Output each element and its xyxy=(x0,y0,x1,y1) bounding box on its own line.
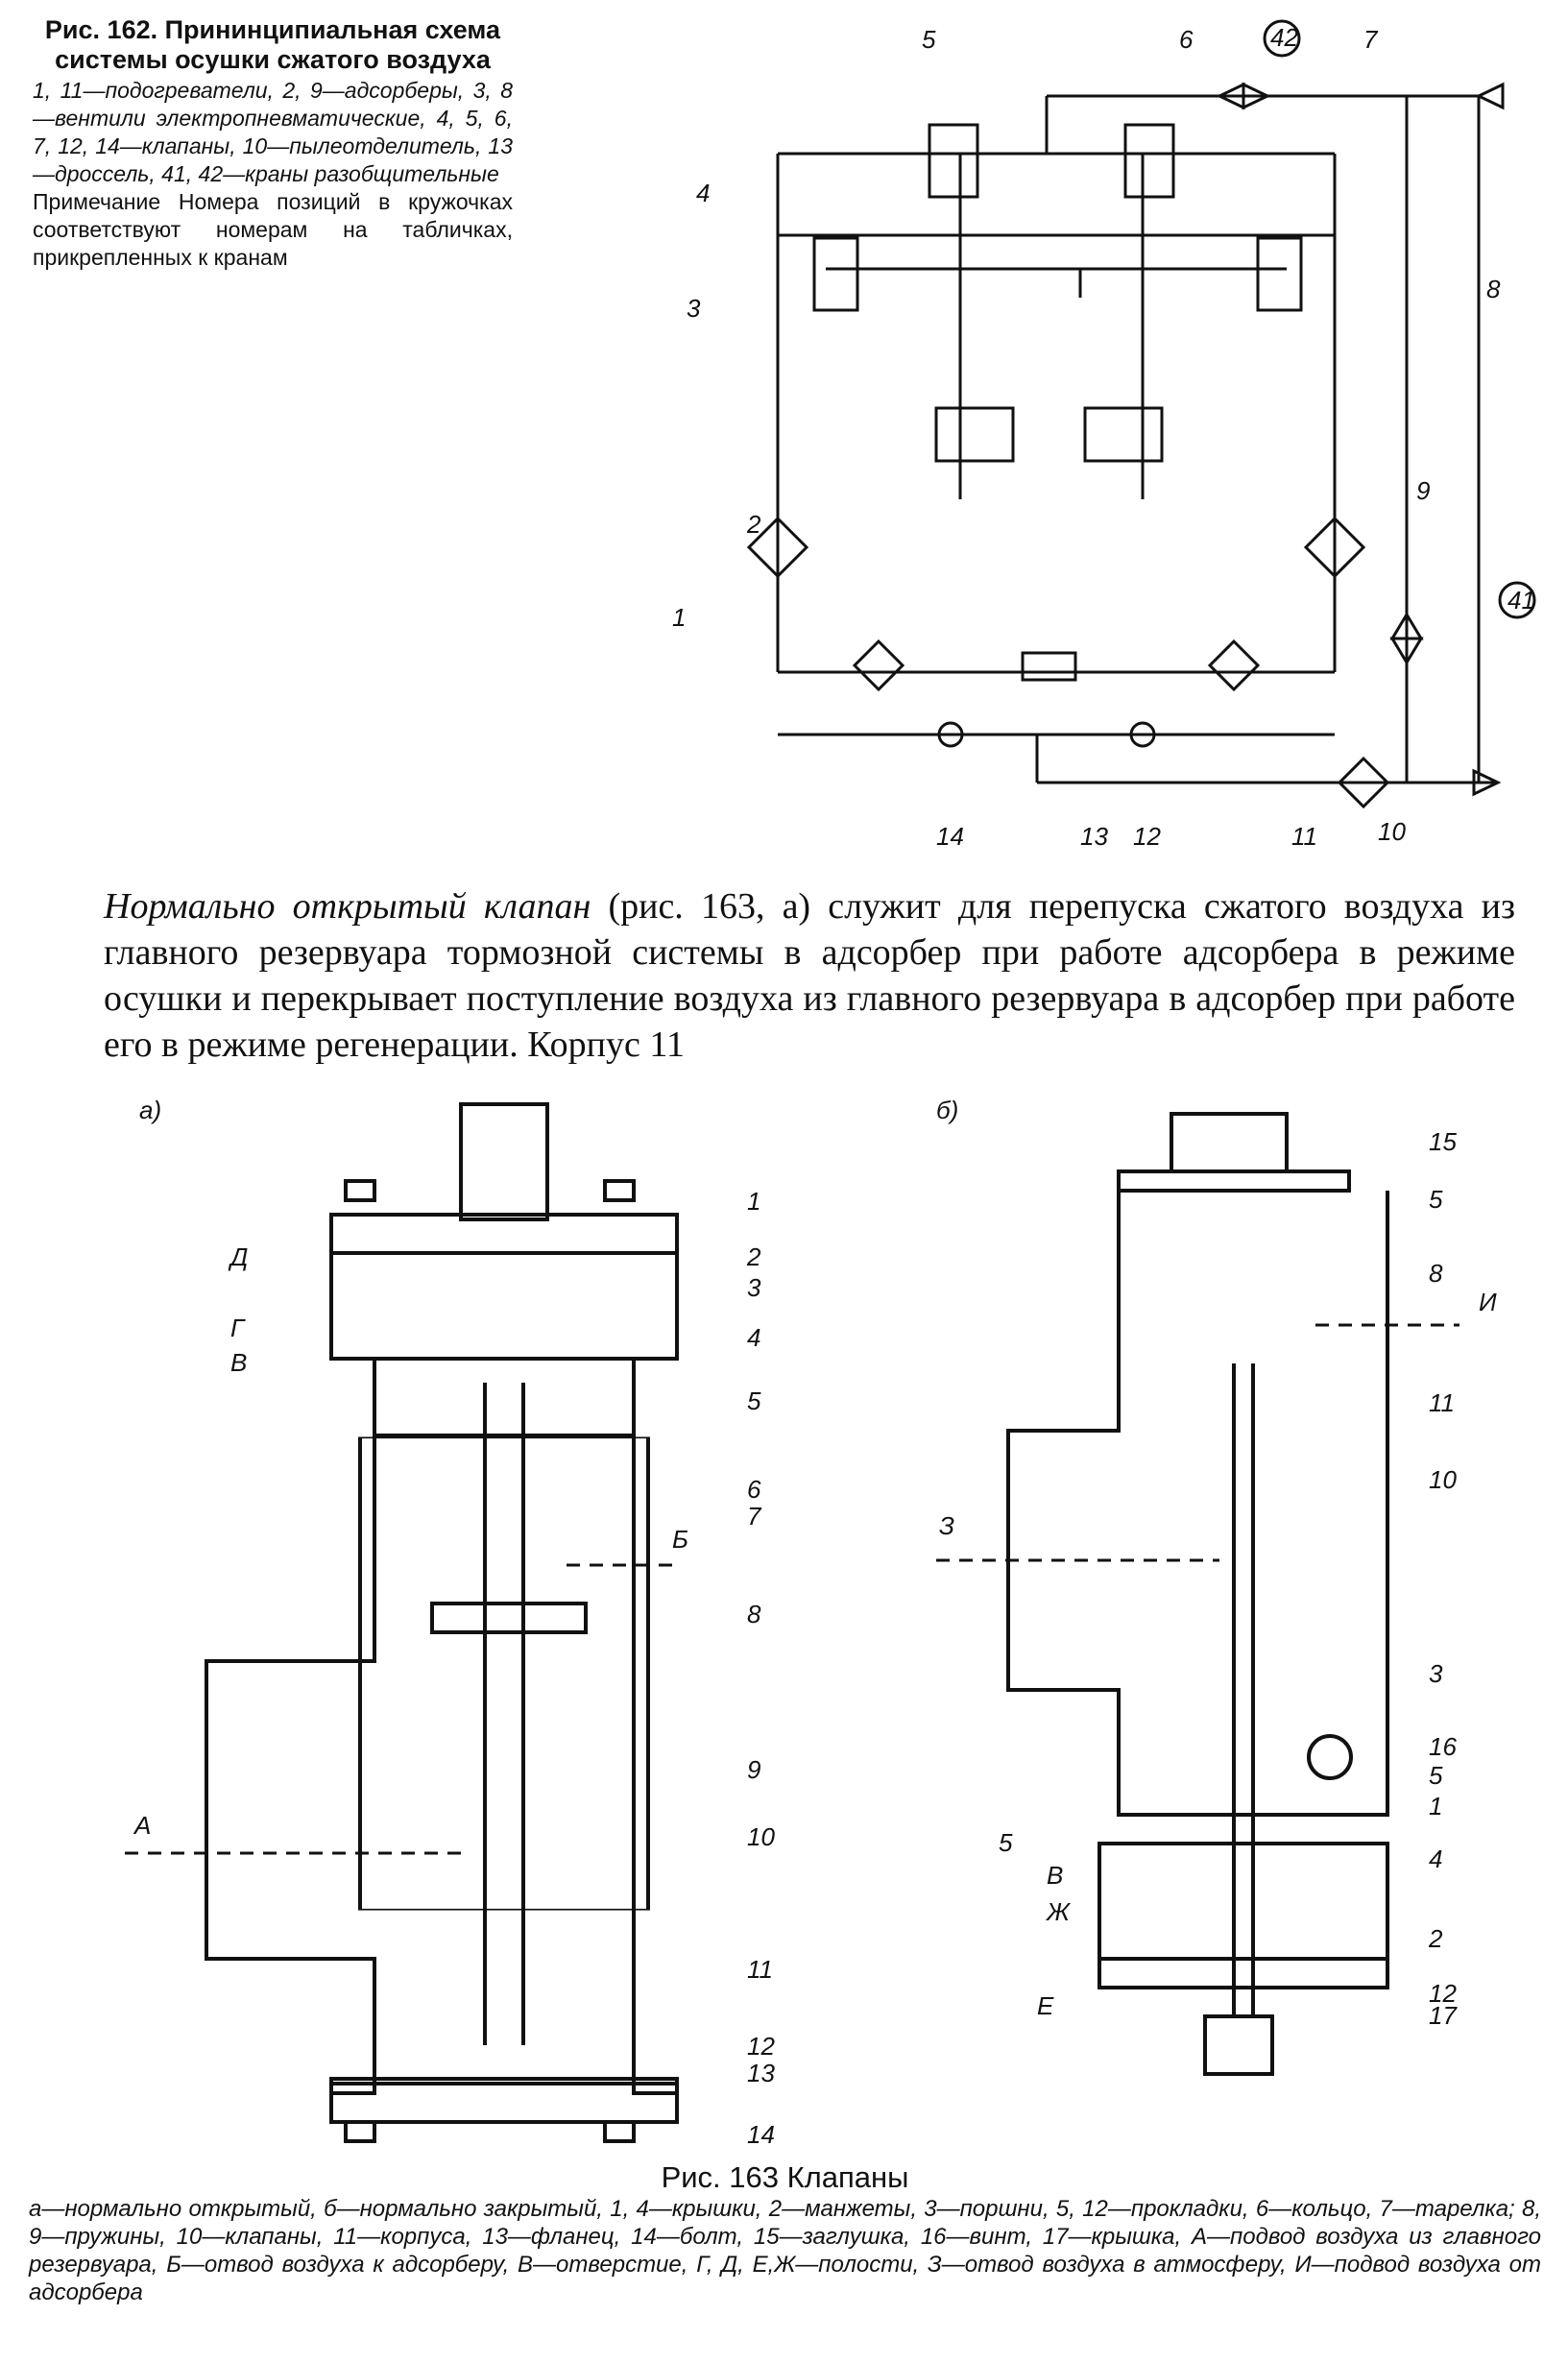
fig162-label-14: 14 xyxy=(936,822,964,851)
fig162-label-7: 7 xyxy=(1363,25,1379,54)
valve-a-labels: 1 2 3 4 5 6 7 8 9 10 11 12 13 14 Д Г В А… xyxy=(133,1187,775,2149)
fig162-label-8: 8 xyxy=(1486,275,1501,303)
fig163-legend: а—нормально открытый, б—нормально закрыт… xyxy=(29,2196,1541,2305)
valve-b-label-11: 11 xyxy=(1429,1388,1455,1417)
fig163-sub-a: а) xyxy=(139,1096,161,1124)
valve-a-label-G: Г xyxy=(230,1314,246,1342)
valve-a-label-13: 13 xyxy=(747,2059,775,2087)
valve-b-label-16: 16 xyxy=(1429,1732,1457,1761)
valve-a-label-9: 9 xyxy=(747,1755,760,1784)
valve-a-label-4: 4 xyxy=(747,1323,760,1352)
valve-b-label-I: И xyxy=(1479,1288,1497,1316)
valve-b-label-Z: З xyxy=(939,1511,954,1540)
valve-b-label-V: В xyxy=(1047,1861,1063,1890)
paragraph-lead: Нормально открытый клапан xyxy=(104,886,591,927)
fig163-caption: Рис. 163 Клапаны а—нормально открытый, б… xyxy=(29,2160,1541,2306)
fig162-label-4: 4 xyxy=(696,179,710,207)
valve-a-label-5: 5 xyxy=(747,1386,761,1415)
fig162-label-6: 6 xyxy=(1179,25,1194,54)
valve-b-label-15: 15 xyxy=(1429,1127,1457,1156)
valve-a-label-2: 2 xyxy=(746,1242,761,1271)
valve-a-label-7: 7 xyxy=(747,1502,762,1531)
fig162-label-41: 41 xyxy=(1508,586,1535,615)
valve-b-label-4: 4 xyxy=(1429,1845,1442,1873)
fig162-note: Примечание Номера позиций в кружочках со… xyxy=(33,189,513,270)
valve-a-label-8: 8 xyxy=(747,1600,761,1628)
valve-a-label-B: Б xyxy=(672,1525,688,1554)
fig163-drawings: а) б) 1 2 3 xyxy=(125,1096,1497,2149)
valve-a-label-D: Д xyxy=(228,1242,248,1271)
valve-b-label-2: 2 xyxy=(1428,1924,1443,1953)
fig162-label-3: 3 xyxy=(687,294,701,323)
valve-a-label-11: 11 xyxy=(747,1955,773,1984)
fig162-caption: Рис. 162. Прининципиальная схема системы… xyxy=(33,15,513,272)
valve-a-drawing xyxy=(205,1102,679,2143)
fig162-position-labels: 2 1 3 4 5 6 7 8 9 10 11 12 13 14 41 42 xyxy=(672,23,1535,851)
fig162-label-11: 11 xyxy=(1291,822,1317,851)
valve-b-label-5c: 5 xyxy=(999,1828,1013,1857)
valve-b-label-17: 17 xyxy=(1429,2001,1458,2030)
valve-b-label-5b: 5 xyxy=(1429,1761,1443,1790)
valve-b-label-3: 3 xyxy=(1429,1659,1443,1688)
fig162-title: Рис. 162. Прининципиальная схема системы… xyxy=(44,15,501,74)
fig162-schematic: 2 1 3 4 5 6 7 8 9 10 11 12 13 14 41 42 xyxy=(672,19,1536,851)
valve-a-label-1: 1 xyxy=(747,1187,760,1216)
fig162-label-10: 10 xyxy=(1378,817,1406,846)
valve-b-label-12: 12 xyxy=(1429,1979,1457,2008)
fig162-legend: 1, 11—подогреватели, 2, 9—адсорберы, 3, … xyxy=(33,78,513,186)
valve-b-label-Zh: Ж xyxy=(1045,1897,1072,1926)
valve-b-labels: 15 5 8 И 11 10 З 3 16 5 1 5 4 В Ж 2 12 Е… xyxy=(939,1127,1497,2030)
valve-a-label-6: 6 xyxy=(747,1475,761,1504)
fig162-label-42: 42 xyxy=(1270,23,1298,52)
valve-b-label-1: 1 xyxy=(1429,1792,1442,1820)
valve-a-label-A: А xyxy=(133,1811,151,1840)
fig163-title: Рис. 163 Клапаны xyxy=(661,2160,909,2194)
valve-b-drawing xyxy=(1006,1112,1389,2076)
body-paragraph: Нормально открытый клапан (рис. 163, а) … xyxy=(104,883,1515,1068)
valve-a-label-10: 10 xyxy=(747,1822,775,1851)
valve-b-label-10: 10 xyxy=(1429,1465,1457,1494)
fig163-sub-b: б) xyxy=(936,1096,958,1124)
valve-a-label-12: 12 xyxy=(747,2032,775,2061)
fig162-label-2: 2 xyxy=(746,510,761,539)
fig162-label-9: 9 xyxy=(1416,476,1430,505)
valve-a-label-3: 3 xyxy=(747,1273,761,1302)
fig162-label-1: 1 xyxy=(672,603,686,632)
valve-b-label-E: Е xyxy=(1037,1991,1054,2020)
fig162-label-5: 5 xyxy=(922,25,936,54)
paragraph-text: (рис. 163, а) служит для перепуска сжато… xyxy=(104,886,1515,1065)
valve-b-label-5a: 5 xyxy=(1429,1185,1443,1214)
valve-a-label-V: В xyxy=(230,1348,247,1377)
valve-b-label-8: 8 xyxy=(1429,1259,1443,1288)
fig162-label-13: 13 xyxy=(1080,822,1108,851)
valve-a-label-14: 14 xyxy=(747,2120,775,2149)
fig162-label-12: 12 xyxy=(1133,822,1161,851)
